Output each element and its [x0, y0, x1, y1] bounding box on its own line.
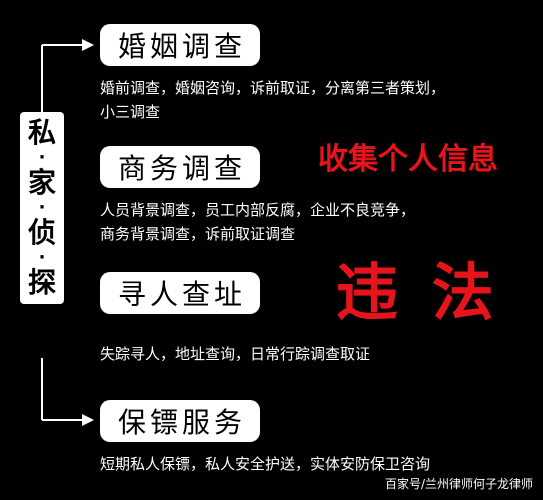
title-char: 探	[27, 266, 56, 299]
title-char: 侦	[27, 216, 56, 249]
title-separator: ·	[38, 247, 46, 268]
section-title-business: 商务调查	[100, 146, 261, 188]
title-separator: ·	[38, 147, 46, 168]
arrow-top-icon	[82, 39, 94, 51]
annotation-collect-info: 收集个人信息	[318, 142, 498, 177]
arrow-bottom-icon	[82, 414, 94, 426]
section-desc-marriage: 婚前调查，婚姻咨询，诉前取证，分离第三者策划， 小三调查	[100, 76, 445, 124]
title-separator: ·	[38, 197, 46, 218]
section-title-bodyguard: 保镖服务	[100, 400, 261, 442]
title-char: 私	[27, 116, 56, 149]
watermark: 百家号/兰州律师何子龙律师	[384, 477, 533, 491]
desc-line: 商务背景调查，诉前取证调查	[100, 225, 296, 243]
desc-line: 婚前调查，婚姻咨询，诉前取证，分离第三者策划，	[100, 79, 446, 97]
desc-line: 人员背景调查，员工内部反腐，企业不良竞争，	[100, 201, 416, 219]
desc-line: 短期私人保镖，私人安全护送，实体安防保卫咨询	[100, 455, 431, 473]
vertical-title: 私 · 家 · 侦 · 探	[20, 112, 64, 304]
section-title-marriage: 婚姻调查	[100, 24, 261, 66]
section-desc-locate: 失踪寻人，地址查询，日常行踪调查取证	[100, 342, 370, 366]
title-char: 家	[27, 166, 56, 199]
section-desc-business: 人员背景调查，员工内部反腐，企业不良竞争， 商务背景调查，诉前取证调查	[100, 198, 415, 246]
desc-line: 失踪寻人，地址查询，日常行踪调查取证	[100, 345, 371, 363]
desc-line: 小三调查	[100, 103, 161, 121]
section-desc-bodyguard: 短期私人保镖，私人安全护送，实体安防保卫咨询	[100, 452, 430, 476]
annotation-illegal: 违 法	[336, 256, 500, 329]
section-title-locate: 寻人查址	[100, 272, 261, 314]
